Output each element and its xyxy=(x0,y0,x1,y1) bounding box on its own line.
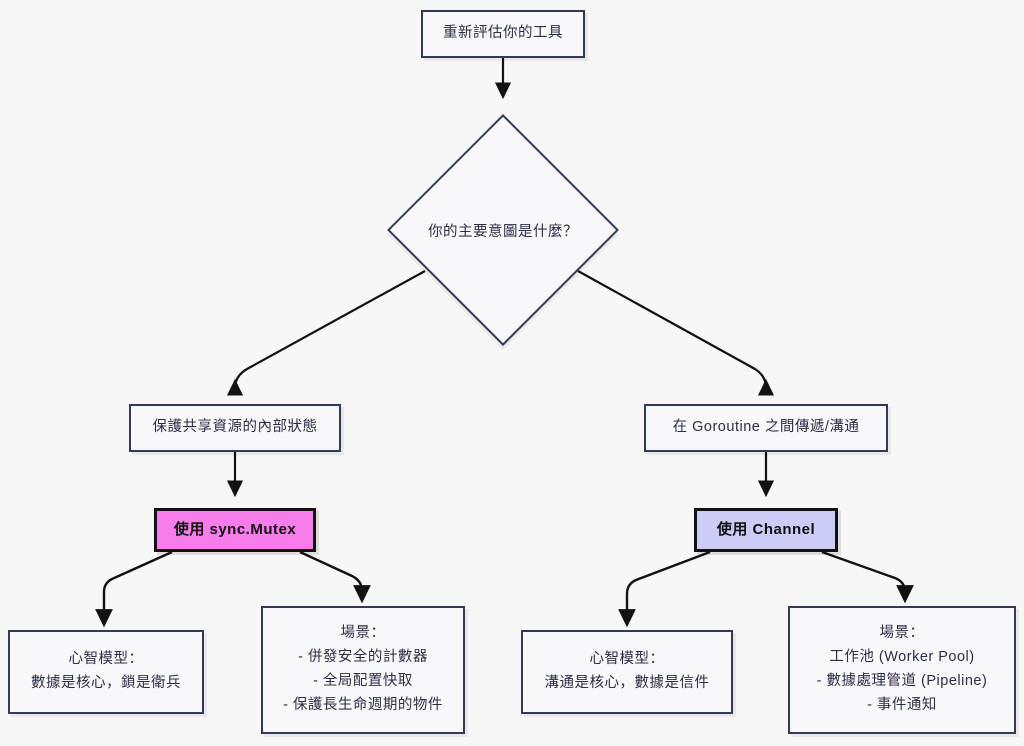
node-channel-mind-model-line-2: 溝通是核心，數據是信件 xyxy=(544,675,710,691)
node-mutex-scenarios[interactable]: 場景： - 併發安全的計數器 - 全局配置快取 - 保護長生命週期的物件 xyxy=(261,606,465,734)
edge-channel-to-model xyxy=(618,550,711,628)
node-mutex-mind-model-line-2: 數據是核心，鎖是衛兵 xyxy=(31,675,181,691)
node-use-channel-label: 使用 Channel xyxy=(716,520,816,538)
edge-mutex-to-model xyxy=(95,550,173,628)
node-protect-shared-state[interactable]: 保護共享資源的內部狀態 xyxy=(129,404,341,452)
node-decision-intent-label: 你的主要意圖是什麼？ xyxy=(428,223,578,240)
node-channel-scenarios-line-3: - 數據處理管道 (Pipeline) xyxy=(816,673,988,689)
edge-decision-to-left xyxy=(226,270,426,396)
node-channel-scenarios-line-1: 場景： xyxy=(879,625,925,642)
node-reevaluate-tools-label: 重新評估你的工具 xyxy=(443,25,563,42)
node-use-sync-mutex[interactable]: 使用 sync.Mutex xyxy=(154,508,316,552)
node-channel-mind-model[interactable]: 心智模型： 溝通是核心，數據是信件 xyxy=(521,630,733,714)
node-channel-scenarios-line-4: - 事件通知 xyxy=(867,696,937,713)
node-goroutine-communicate[interactable]: 在 Goroutine 之間傳遞/溝通 xyxy=(644,404,888,452)
node-mutex-scenarios-line-2: - 併發安全的計數器 xyxy=(298,649,428,666)
node-mutex-scenarios-line-3: - 全局配置快取 xyxy=(313,673,413,689)
node-goroutine-communicate-label: 在 Goroutine 之間傳遞/溝通 xyxy=(672,419,860,436)
node-use-channel[interactable]: 使用 Channel xyxy=(694,508,838,552)
node-channel-scenarios-line-2: 工作池 (Worker Pool) xyxy=(829,649,975,666)
node-channel-scenarios[interactable]: 場景： 工作池 (Worker Pool) - 數據處理管道 (Pipeline… xyxy=(788,606,1016,734)
node-mutex-mind-model-line-1: 心智模型： xyxy=(68,651,144,668)
edge-channel-to-scenarios xyxy=(821,550,914,604)
edge-mutex-to-scenarios xyxy=(299,550,371,604)
node-mutex-scenarios-line-4: - 保護長生命週期的物件 xyxy=(283,696,443,713)
edge-decision-to-right xyxy=(577,270,775,396)
node-reevaluate-tools[interactable]: 重新評估你的工具 xyxy=(421,10,585,58)
node-mutex-mind-model[interactable]: 心智模型： 數據是核心，鎖是衛兵 xyxy=(8,630,204,714)
node-use-sync-mutex-label: 使用 sync.Mutex xyxy=(173,520,297,538)
node-protect-shared-state-label: 保護共享資源的內部狀態 xyxy=(152,419,318,436)
node-channel-mind-model-line-1: 心智模型： xyxy=(589,651,665,668)
node-mutex-scenarios-line-1: 場景： xyxy=(340,625,386,642)
